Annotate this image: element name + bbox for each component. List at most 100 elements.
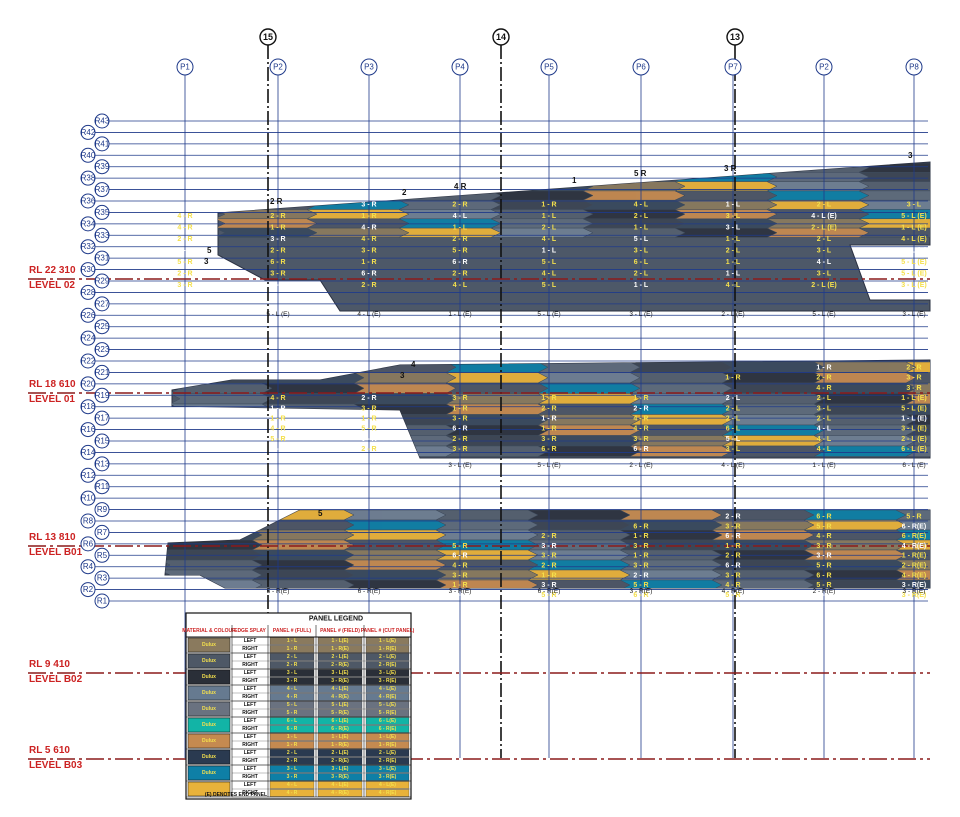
row-bubble [80,307,96,323]
panel-label: 6 - R [452,426,467,433]
legend-cell-swatch [317,765,363,773]
legend-cell-label: 4 - L [287,782,297,788]
legend-cell-label: 3 - L [287,766,297,772]
legend-cell-label: 4 - L(E) [332,686,349,692]
row-bubble [80,399,96,415]
row-bubble [80,353,96,369]
row-bubble [80,376,96,392]
panel-label: 4 - L [634,202,649,209]
legend-cell-label: 4 - L [287,686,297,692]
annotation-label: 2 [402,188,407,197]
panel-label: 2 - R(E) [902,563,927,570]
panel-label: 6 - R [633,446,648,453]
row-label: R40 [81,151,96,160]
band-bottom-label: 6 - L (E) [902,462,925,469]
row-label: R25 [95,322,110,331]
row-bubble [94,273,110,289]
column-label: P2 [273,63,283,72]
row-label: R2 [83,585,94,594]
panel-label: 5 - L (E) [901,213,927,220]
legend-edge-label: LEFT [244,702,257,708]
legend-material-swatch [187,765,231,781]
axis-bubble [492,28,510,46]
panel-label: 3 - L [817,271,832,278]
panel-cell [306,190,410,201]
legend-cell-label: 6 - L(E) [379,718,396,724]
legend-column-header: MATERIAL & COLOUR [182,628,236,634]
legend-cell-swatch [269,725,315,733]
panel-label: 6 - L [634,259,649,266]
band-bottom-label: 3 - L (E) [448,462,471,469]
panel-cell [766,172,870,182]
panel-cell [858,199,930,210]
column-bubble [632,58,650,76]
legend-cell-label: 3 - L(E) [332,766,349,772]
band-bottom-label: 5 - R(E) [267,588,290,595]
legend-material-label: Dulux [202,658,216,664]
panel-label: 2 - R [270,213,285,220]
panel-cell [445,382,549,394]
legend-cell-label: 1 - R(E) [331,742,349,748]
legend-cell-swatch [365,693,410,701]
legend-cell-swatch [317,741,363,749]
legend-cell-label: 6 - L(E) [332,718,349,724]
panel-label: 5 - R [177,259,192,266]
panel-label: 1 - L [726,236,741,243]
panel-label: 5 - R [361,426,376,433]
panel-label: 2 - R [633,572,648,579]
panel-label: 4 - R(E) [902,572,927,579]
legend-cell-label: 1 - L(E) [379,638,396,644]
legend-edge-label: RIGHT [242,774,258,780]
legend-cell-swatch [365,733,410,741]
row-label: R23 [95,345,110,354]
band-bottom-label: 2 - R(E) [813,588,836,595]
column-label: P7 [728,63,738,72]
row-bubble [94,502,110,518]
legend-material-label: Dulux [202,674,216,680]
panel-label: 6 - R [725,533,740,540]
level-name-label: LEVEL 02 [29,280,75,291]
row-bubble [80,262,96,278]
panel-cell [218,199,318,210]
legend-cell-label: 5 - R(E) [379,710,397,716]
legend-material-swatch [187,781,231,797]
panel-cell [951,191,960,200]
legend-cell-swatch [269,661,315,669]
panel-label: 2 - L [817,416,832,423]
panel-cell [951,163,960,172]
row-label: R28 [81,288,96,297]
legend-cell-swatch [269,693,315,701]
legend-cell-swatch [365,717,410,725]
legend-cell-label: 2 - R [287,758,298,764]
annotation-label: 3 [908,151,913,160]
legend-cell-label: 2 - L [287,750,297,756]
legend-cell-label: 4 - R [287,694,298,700]
panel-cell [895,519,930,531]
column-label: P4 [455,63,465,72]
row-label: R12 [81,471,96,480]
panel-cell [858,218,930,229]
panel-label: 2 - L (E) [811,225,837,232]
legend-cell-swatch [365,749,410,757]
row-bubble [94,456,110,472]
legend-cell-swatch [269,669,315,677]
legend-cell-label: 4 - R(E) [331,790,349,796]
legend-cell-label: 2 - L(E) [379,750,396,756]
panel-label: 6 - R [725,563,740,570]
panel-label: 4 - R [452,563,467,570]
panel-cell [905,393,930,405]
panel-cell [905,445,930,457]
panel-label: 2 - R [633,405,648,412]
panel-label: 4 - R [725,582,740,589]
panel-label: 4 - R [361,225,376,232]
legend-column-header: EDGE SPLAY [234,628,266,634]
row-bubble [80,536,96,552]
axis-bubble [726,28,744,46]
row-label: R6 [83,539,94,548]
panel-label: 5 - R [816,582,831,589]
panel-label: 1 - R [633,395,648,402]
column-label: P2 [819,63,829,72]
panel-label: 2 - R [541,563,556,570]
row-bubble [94,250,110,266]
legend-cell-swatch [317,733,363,741]
